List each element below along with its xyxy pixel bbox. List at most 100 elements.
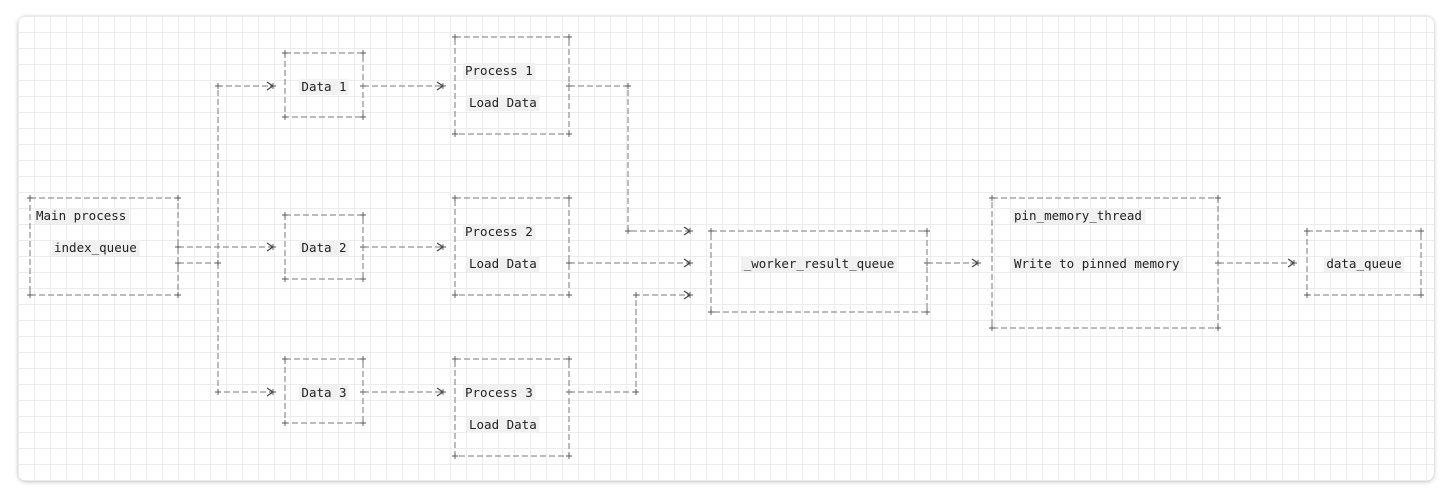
junction-marker <box>215 260 221 266</box>
corner-marker <box>282 276 288 282</box>
node-label: _worker_result_queue <box>744 256 895 271</box>
junction-marker <box>215 389 221 395</box>
edge-proc2-wrq <box>566 258 693 268</box>
corner-marker <box>566 292 572 298</box>
node-label: Data 2 <box>301 240 346 255</box>
node-data2: Data 2 <box>282 212 366 282</box>
node-border <box>284 214 364 280</box>
corner-marker <box>282 420 288 426</box>
node-label: data_queue <box>1326 256 1401 271</box>
corner-marker <box>989 195 995 201</box>
corner-marker <box>27 292 33 298</box>
label-highlight <box>467 95 540 111</box>
corner-marker <box>566 131 572 137</box>
corner-marker <box>452 453 458 459</box>
corner-marker <box>1418 228 1424 234</box>
junction-marker <box>633 292 639 298</box>
corner-marker <box>282 50 288 56</box>
junction-marker <box>215 83 221 89</box>
label-highlight <box>299 79 349 95</box>
corner-marker <box>566 356 572 362</box>
node-label: Process 2 <box>465 224 533 239</box>
corner-marker <box>27 195 33 201</box>
node-border <box>454 36 570 135</box>
junction-marker <box>687 260 693 266</box>
corner-marker <box>708 228 714 234</box>
node-label: Data 1 <box>301 79 346 94</box>
edge-pin-dq <box>1215 258 1297 268</box>
node-data3: Data 3 <box>282 356 366 426</box>
node-dq: data_queue <box>1304 228 1424 298</box>
junction-marker <box>270 244 276 250</box>
connector-line <box>178 85 273 264</box>
label-highlight <box>467 417 540 433</box>
corner-marker <box>360 212 366 218</box>
corner-marker <box>566 34 572 40</box>
corner-marker <box>1215 195 1221 201</box>
junction-marker <box>633 389 639 395</box>
node-label: index_queue <box>54 240 137 255</box>
corner-marker <box>708 309 714 315</box>
connector-line <box>217 263 273 393</box>
corner-marker <box>566 195 572 201</box>
label-highlight <box>299 240 349 256</box>
label-highlight <box>741 256 897 272</box>
corner-marker <box>1304 228 1310 234</box>
label-highlight <box>1324 256 1404 272</box>
edge-data1-proc1 <box>360 81 446 91</box>
label-highlight <box>463 63 536 79</box>
corner-marker <box>282 114 288 120</box>
corner-marker <box>452 292 458 298</box>
junction-marker <box>270 389 276 395</box>
label-highlight <box>1012 256 1184 272</box>
corner-marker <box>360 420 366 426</box>
junction-marker <box>687 292 693 298</box>
node-border <box>991 197 1219 329</box>
edge-wrq-pin <box>924 258 981 268</box>
label-highlight <box>1012 208 1146 224</box>
junction-marker <box>440 244 446 250</box>
label-highlight <box>463 224 536 240</box>
node-label: Load Data <box>469 256 537 271</box>
edge-main-data3 <box>215 260 276 397</box>
node-wrq: _worker_result_queue <box>708 228 930 315</box>
node-label: Load Data <box>469 95 537 110</box>
edge-data2-proc2 <box>360 242 446 252</box>
corner-marker <box>924 309 930 315</box>
node-border <box>454 358 570 457</box>
node-border <box>284 358 364 424</box>
edge-main-data2 <box>175 242 276 252</box>
node-border <box>29 197 179 296</box>
label-highlight <box>299 385 349 401</box>
corner-marker <box>566 453 572 459</box>
node-label: pin_memory_thread <box>1014 208 1142 223</box>
connector-line <box>569 294 690 393</box>
dataloader-flow-diagram: Main process index_queue Data 1 Data 2 Data … <box>27 34 1424 459</box>
node-border <box>1306 230 1422 296</box>
junction-marker <box>975 260 981 266</box>
edge-data3-proc3 <box>360 387 446 397</box>
node-main: Main process index_queue <box>27 195 181 298</box>
edge-proc1-wrq <box>566 83 693 236</box>
junction-marker <box>440 389 446 395</box>
node-proc2: Process 2 Load Data <box>452 195 572 298</box>
corner-marker <box>282 356 288 362</box>
connector-line <box>569 85 690 232</box>
node-label: Main process <box>36 208 126 223</box>
edge-proc3-wrq <box>566 290 693 395</box>
corner-marker <box>282 212 288 218</box>
corner-marker <box>175 292 181 298</box>
node-border <box>284 52 364 118</box>
junction-marker <box>270 83 276 89</box>
node-label: Process 1 <box>465 63 533 78</box>
junction-marker <box>687 228 693 234</box>
junction-marker <box>625 83 631 89</box>
junction-marker <box>440 83 446 89</box>
corner-marker <box>452 34 458 40</box>
node-label: Data 3 <box>301 385 346 400</box>
corner-marker <box>1418 292 1424 298</box>
corner-marker <box>360 114 366 120</box>
corner-marker <box>360 276 366 282</box>
